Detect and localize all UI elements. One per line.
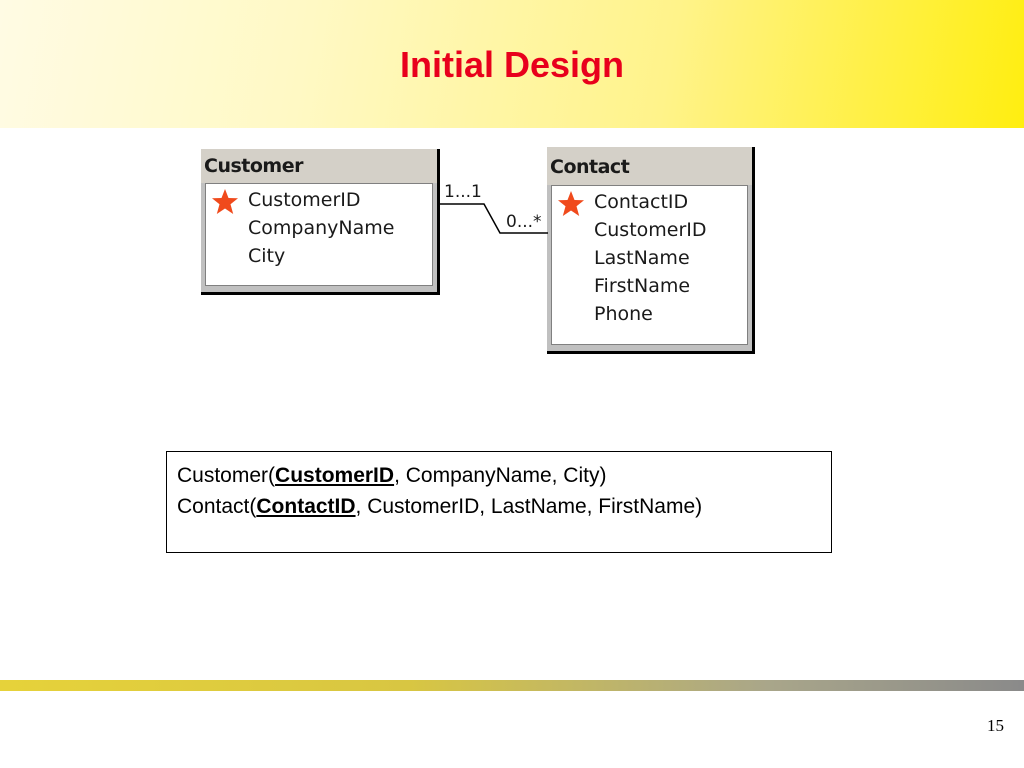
field-companyname: CompanyName <box>248 217 395 239</box>
page-number: 15 <box>987 716 1004 735</box>
field-customerid: CustomerID <box>594 219 707 241</box>
footer-bar <box>0 680 1024 691</box>
primary-key-star-icon <box>558 191 584 216</box>
field-phone: Phone <box>594 303 653 325</box>
primary-key-customerid: CustomerID <box>275 464 395 487</box>
schema-line-contact: Contact(ContactID, CustomerID, LastName,… <box>177 495 703 518</box>
right-cardinality-label: 0...* <box>506 212 542 232</box>
customer-entity[interactable]: Customer CustomerID CompanyName City <box>201 149 440 295</box>
field-customerid: CustomerID <box>248 189 361 211</box>
contact-entity-fields: ContactID CustomerID LastName FirstName … <box>551 185 748 345</box>
customer-entity-fields: CustomerID CompanyName City <box>205 183 433 286</box>
slide-title: Initial Design <box>399 44 625 85</box>
contact-entity[interactable]: Contact ContactID CustomerID LastName Fi… <box>547 147 755 354</box>
schema-line-customer: Customer(CustomerID, CompanyName, City) <box>177 464 607 487</box>
contact-entity-title: Contact <box>547 147 752 185</box>
customer-entity-title: Customer <box>201 149 437 183</box>
field-contactid: ContactID <box>594 191 689 213</box>
header-band <box>0 0 1024 128</box>
left-cardinality-label: 1...1 <box>444 182 482 202</box>
primary-key-star-icon <box>212 189 238 214</box>
primary-key-contactid: ContactID <box>256 495 356 518</box>
schema-box: Customer(CustomerID, CompanyName, City) … <box>166 451 832 553</box>
field-city: City <box>248 245 286 267</box>
relationship-connector[interactable] <box>440 195 550 240</box>
field-lastname: LastName <box>594 247 690 269</box>
field-firstname: FirstName <box>594 275 691 297</box>
